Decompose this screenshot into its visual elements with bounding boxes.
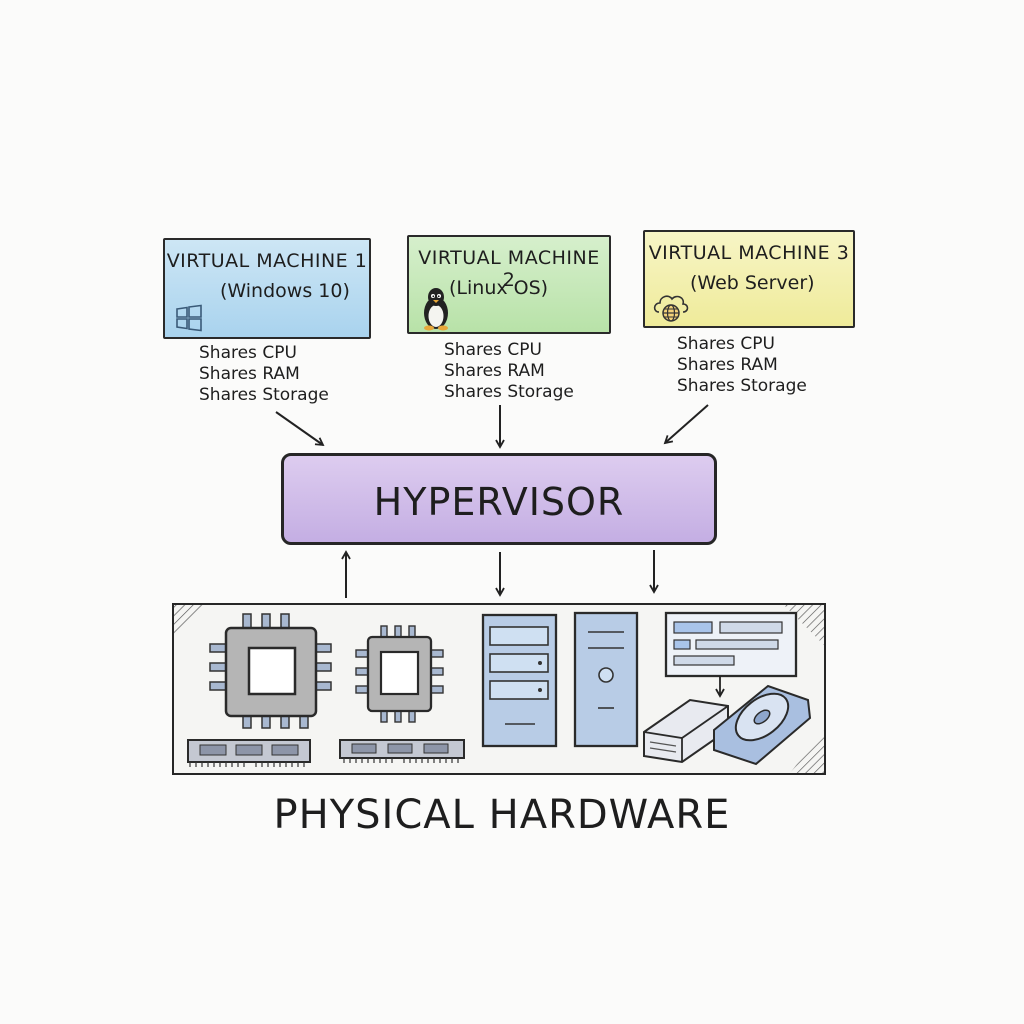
monitor-icon	[664, 611, 798, 698]
ram-module-icon	[339, 739, 465, 763]
vm2-title: VIRTUAL MACHINE 2	[418, 247, 600, 291]
vm2-shares-ram: Shares RAM	[444, 361, 545, 381]
hatch-corner-bottom-right	[790, 730, 824, 773]
vm3-shares-list: Shares CPU Shares RAM Shares Storage	[677, 334, 807, 397]
server-tower-icon	[481, 613, 558, 748]
vm3-shares-cpu: Shares CPU	[677, 334, 775, 354]
vm1-shares-ram: Shares RAM	[199, 364, 300, 384]
virtual-machine-1-box: VIRTUAL MACHINE 1 (Windows 10)	[163, 238, 371, 339]
linux-penguin-icon	[424, 288, 448, 331]
vm2-subtitle: (Linux OS)	[449, 277, 549, 299]
vm1-subtitle: (Windows 10)	[220, 280, 350, 302]
vm3-shares-ram: Shares RAM	[677, 355, 778, 375]
vm1-shares-storage: Shares Storage	[199, 385, 329, 405]
vm3-subtitle: (Web Server)	[690, 272, 815, 294]
cpu-chip-icon	[209, 613, 332, 729]
cpu-chip-icon	[355, 625, 444, 723]
vm2-shares-storage: Shares Storage	[444, 382, 574, 402]
arrow-vm3-to-hypervisor	[663, 404, 709, 445]
vm2-shares-cpu: Shares CPU	[444, 340, 542, 360]
physical-hardware-label: PHYSICAL HARDWARE	[273, 792, 731, 838]
hypervisor-box: HYPERVISOR	[281, 453, 717, 545]
vm3-title: VIRTUAL MACHINE 3	[648, 242, 850, 264]
vm2-shares-list: Shares CPU Shares RAM Shares Storage	[444, 340, 574, 403]
vm1-shares-cpu: Shares CPU	[199, 343, 297, 363]
ram-module-icon	[187, 739, 311, 767]
virtual-machine-2-box: VIRTUAL MACHINE 2 (Linux OS)	[407, 235, 611, 334]
arrow-vm1-to-hypervisor	[275, 411, 325, 447]
vm1-shares-list: Shares CPU Shares RAM Shares Storage	[199, 343, 329, 406]
disk-drive-icon	[713, 684, 812, 766]
windows-logo-icon	[176, 304, 202, 332]
virtual-machine-3-box: VIRTUAL MACHINE 3 (Web Server)	[643, 230, 855, 328]
vm1-title: VIRTUAL MACHINE 1	[166, 250, 368, 272]
vm3-shares-storage: Shares Storage	[677, 376, 807, 396]
cloud-globe-icon	[653, 295, 689, 322]
hatch-corner-left	[174, 605, 206, 640]
hypervisor-label: HYPERVISOR	[373, 480, 625, 524]
server-tower-icon	[573, 611, 639, 748]
